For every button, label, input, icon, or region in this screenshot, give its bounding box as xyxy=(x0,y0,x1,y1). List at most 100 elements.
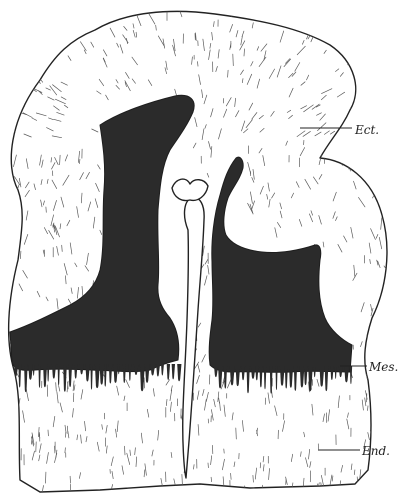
hatch-stroke xyxy=(9,106,13,107)
hatch-stroke xyxy=(236,428,237,439)
hatch-stroke xyxy=(364,159,366,170)
hatch-stroke xyxy=(26,31,32,37)
hatch-stroke xyxy=(375,336,378,346)
hatch-stroke xyxy=(368,406,369,411)
hatch-stroke xyxy=(361,7,369,15)
hatch-stroke xyxy=(381,19,388,23)
hatch-stroke xyxy=(379,86,390,90)
hatch-stroke xyxy=(377,93,386,100)
hatch-stroke xyxy=(373,52,377,57)
hatch-stroke xyxy=(357,477,358,485)
hatch-stroke xyxy=(14,390,15,396)
hatch-stroke xyxy=(353,65,361,70)
hatch-stroke xyxy=(231,473,232,479)
hatch-stroke xyxy=(353,40,363,45)
hatch-stroke xyxy=(35,17,44,25)
hatch-stroke xyxy=(377,424,378,431)
hatch-stroke xyxy=(358,32,363,39)
hatch-stroke xyxy=(198,62,199,67)
hatch-stroke xyxy=(52,11,57,20)
hatch-stroke xyxy=(375,171,377,175)
hatch-stroke xyxy=(360,166,363,172)
hatch-stroke xyxy=(329,153,331,157)
hatch-stroke xyxy=(14,46,17,50)
hatch-stroke xyxy=(108,12,111,16)
hatch-stroke xyxy=(24,24,26,28)
hatch-stroke xyxy=(10,229,12,239)
hatch-stroke xyxy=(56,12,60,21)
hatch-stroke xyxy=(235,10,237,15)
hatch-stroke xyxy=(72,28,76,39)
hatch-stroke xyxy=(377,14,381,17)
hatch-stroke xyxy=(91,11,97,18)
hatch-stroke xyxy=(13,375,15,387)
hatch-stroke xyxy=(324,29,329,38)
hatch-stroke xyxy=(371,163,373,168)
hatch-stroke xyxy=(329,22,333,29)
hatch-stroke xyxy=(68,20,73,30)
hatch-stroke xyxy=(48,16,56,22)
hatch-stroke xyxy=(383,151,385,162)
hatch-stroke xyxy=(28,68,35,74)
hatch-stroke xyxy=(53,23,57,27)
hatch-stroke xyxy=(14,104,24,106)
hatch-stroke xyxy=(324,488,325,499)
hatch-stroke xyxy=(200,489,201,496)
hatch-stroke xyxy=(11,411,12,416)
hatch-stroke xyxy=(12,90,17,95)
hatch-stroke xyxy=(375,46,381,55)
hatch-stroke xyxy=(29,62,34,69)
hatch-stroke xyxy=(62,245,63,251)
hatch-stroke xyxy=(382,168,386,175)
hatch-stroke xyxy=(211,477,212,482)
hatch-stroke xyxy=(372,14,377,19)
hatch-stroke xyxy=(354,23,358,29)
hatch-stroke xyxy=(207,490,208,498)
label-endoderm: End. xyxy=(361,444,390,458)
hatch-stroke xyxy=(65,12,71,21)
hatch-stroke xyxy=(344,24,348,29)
hatch-stroke xyxy=(260,463,261,468)
hatch-stroke xyxy=(9,102,17,104)
hatch-stroke xyxy=(360,148,362,152)
hatch-stroke xyxy=(22,74,28,78)
hatch-stroke xyxy=(371,62,378,65)
hatch-stroke xyxy=(47,385,48,396)
hatch-stroke xyxy=(343,130,350,133)
hatch-stroke xyxy=(125,446,126,455)
hatch-stroke xyxy=(182,474,183,485)
hatch-stroke xyxy=(13,424,15,435)
hatch-stroke xyxy=(70,30,74,33)
hatch-stroke xyxy=(319,34,322,40)
hatch-stroke xyxy=(244,49,245,56)
hatch-stroke xyxy=(84,25,90,31)
hatch-stroke xyxy=(62,11,66,17)
hatch-stroke xyxy=(330,155,332,160)
hatch-stroke xyxy=(16,61,22,69)
hatch-stroke xyxy=(329,27,332,30)
hatch-stroke xyxy=(213,485,215,494)
hatch-stroke xyxy=(233,54,234,66)
hatch-stroke xyxy=(342,29,347,37)
hatch-stroke xyxy=(60,155,61,165)
hatch-stroke xyxy=(20,251,21,259)
hatch-stroke xyxy=(21,22,24,25)
hatch-stroke xyxy=(34,68,43,73)
label-mesoderm: Mes. xyxy=(368,360,398,374)
hatch-stroke xyxy=(352,8,356,16)
hatch-stroke xyxy=(52,171,53,176)
hatch-stroke xyxy=(228,70,229,77)
hatch-stroke xyxy=(12,82,20,88)
hatch-stroke xyxy=(376,482,377,488)
hatch-stroke xyxy=(79,159,80,163)
label-ectoderm: Ect. xyxy=(354,123,379,137)
hatch-stroke xyxy=(65,448,66,453)
hatch-stroke xyxy=(5,75,14,82)
hatch-stroke xyxy=(377,325,380,334)
hatch-stroke xyxy=(120,489,121,493)
hatch-stroke xyxy=(348,59,352,65)
hatch-stroke xyxy=(24,75,34,80)
hatch-stroke xyxy=(16,388,17,395)
hatch-stroke xyxy=(355,72,361,76)
